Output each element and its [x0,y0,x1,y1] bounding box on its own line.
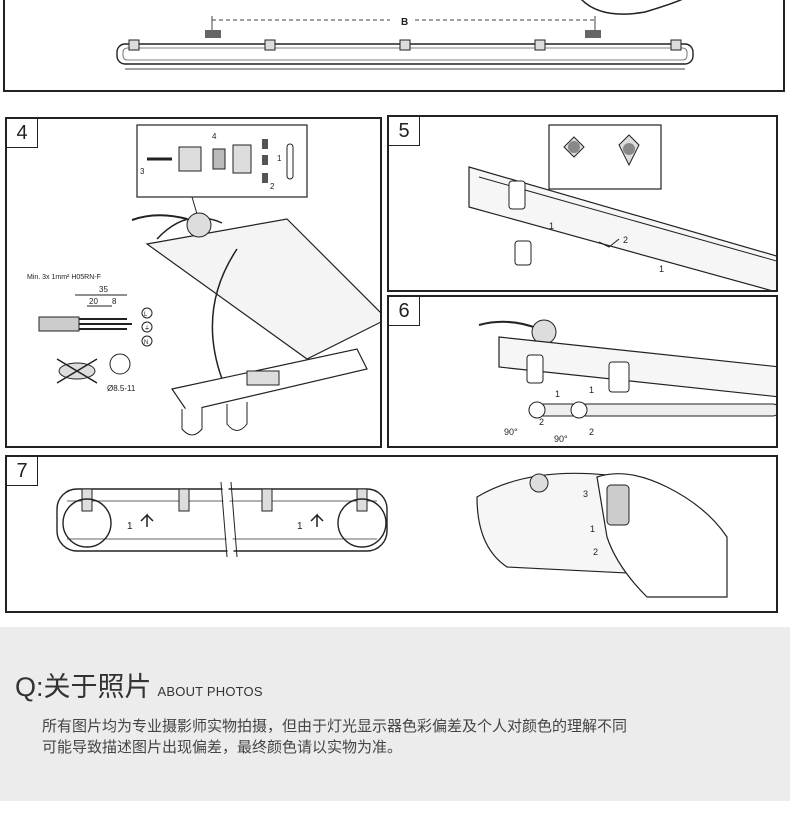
terminal-n-label: N [144,340,148,346]
step-4-label: 4 [212,132,217,141]
step-1-label-a: 1 [555,389,560,399]
panel-step-7: 7 1 1 3 2 1 [5,455,778,613]
dimension-b-label: B [401,17,408,28]
panel-step-3-bottom: B [3,0,785,92]
strip-length-8: 8 [112,297,117,306]
step-2-label: 2 [593,547,598,557]
faq-heading: Q:关于照片 ABOUT PHOTOS [15,665,263,704]
terminal-l-label: L [144,312,148,318]
step-number: 7 [7,457,38,486]
step-2-label-b: 2 [589,427,594,437]
step-2-label-a: 2 [539,417,544,427]
about-photos-section: Q:关于照片 ABOUT PHOTOS 所有图片均为专业摄影师实物拍摄，但由于灯光… [0,627,790,801]
tube-insert-illustration: 1 1 90° 2 90° 2 [478,319,776,444]
panel-step-4: 4 3 4 2 1 Min. 3x 1mm² H05RN-F 35 [5,117,382,448]
step-1-label-a: 1 [549,221,554,231]
step-1-label-b: 1 [659,264,664,274]
fixture-top-illustration: B [116,0,694,70]
strip-length-35: 35 [99,285,108,294]
rotation-angle-label-a: 90° [504,427,518,437]
step-1-label: 1 [277,154,282,163]
step-1-label-b: 1 [297,521,303,532]
step-1-label-b: 1 [589,385,594,395]
step-2-label: 2 [270,182,275,191]
wiring-illustration: 3 4 2 1 Min. 3x 1mm² H05RN-F 35 20 8 L ⏚… [27,124,380,436]
step-1-label-c: 1 [590,524,595,534]
rotation-angle-label-b: 90° [554,434,568,444]
faq-subtitle: ABOUT PHOTOS [157,684,263,699]
cable-spec-label: Min. 3x 1mm² H05RN-F [27,274,101,281]
strip-length-20: 20 [89,297,98,306]
step-2-label: 2 [623,235,628,245]
step-3-label: 3 [583,489,588,499]
step-number: 6 [389,297,420,326]
faq-body: 所有图片均为专业摄影师实物拍摄，但由于灯光显示器色彩偏差及个人对颜色的理解不同 … [42,716,772,758]
end-cap-illustration: 1 1 2 [468,124,776,290]
step-number: 5 [389,117,420,146]
step-1-label-a: 1 [127,521,133,532]
panel-step-5: 5 1 1 2 [387,115,778,292]
terminal-ground-label: ⏚ [144,325,150,332]
step-3-label: 3 [140,167,145,176]
gland-diameter-label: Ø8.5-11 [107,384,136,393]
cover-close-illustration: 1 1 3 2 1 [56,472,728,598]
step-number: 4 [7,119,38,148]
faq-line-2: 可能导致描述图片出现偏差，最终颜色请以实物为准。 [42,738,403,756]
faq-title: Q:关于照片 [15,672,152,702]
panel-step-6: 6 1 1 90° 2 90° 2 [387,295,778,448]
faq-line-1: 所有图片均为专业摄影师实物拍摄，但由于灯光显示器色彩偏差及个人对颜色的理解不同 [42,717,628,735]
